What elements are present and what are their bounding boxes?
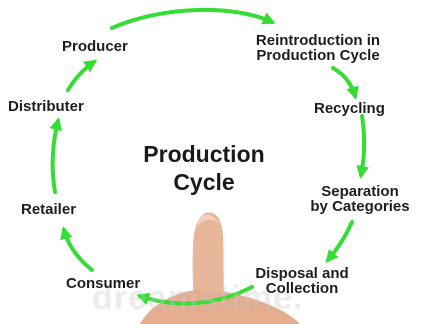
arrow-retailer-to-distributer — [49, 117, 63, 194]
pointing-finger-image — [140, 212, 300, 324]
stage-disposal: Disposal and Collection — [247, 266, 357, 296]
arrow-separation-to-disposal — [325, 220, 354, 263]
stage-retailer: Retailer — [21, 201, 77, 218]
stage-consumer: Consumer — [66, 275, 141, 292]
stage-producer: Producer — [62, 38, 128, 55]
title-line-1: Production — [143, 141, 265, 167]
watermark: dreamstime. — [92, 279, 304, 317]
arrow-disposal-to-consumer — [136, 285, 254, 306]
stage-disposal-line-2: Collection — [265, 280, 339, 297]
diagram-title: Production Cycle — [120, 140, 288, 196]
arrow-distributer-to-producer — [66, 59, 98, 92]
stage-disposal-line-1: Disposal and — [255, 265, 349, 282]
arrow-producer-to-reintroduction — [110, 7, 276, 30]
stage-reintroduction-line-2: Production Cycle — [256, 47, 380, 64]
arrow-recycling-to-separation — [356, 114, 370, 179]
arrow-consumer-to-retailer — [60, 226, 94, 272]
stage-reintroduction-line-1: Reintroduction in — [255, 32, 381, 49]
stage-recycling: Recycling — [314, 100, 385, 117]
title-line-2: Cycle — [173, 169, 235, 195]
arrow-reintroduction-to-recycling — [331, 66, 359, 100]
stage-separation-line-2: by Categories — [310, 198, 410, 215]
stage-separation-line-1: Separation — [321, 183, 399, 200]
stage-separation: Separation by Categories — [293, 184, 427, 214]
stage-distributer: Distributer — [8, 98, 84, 115]
stage-reintroduction: Reintroduction in Production Cycle — [229, 33, 407, 63]
